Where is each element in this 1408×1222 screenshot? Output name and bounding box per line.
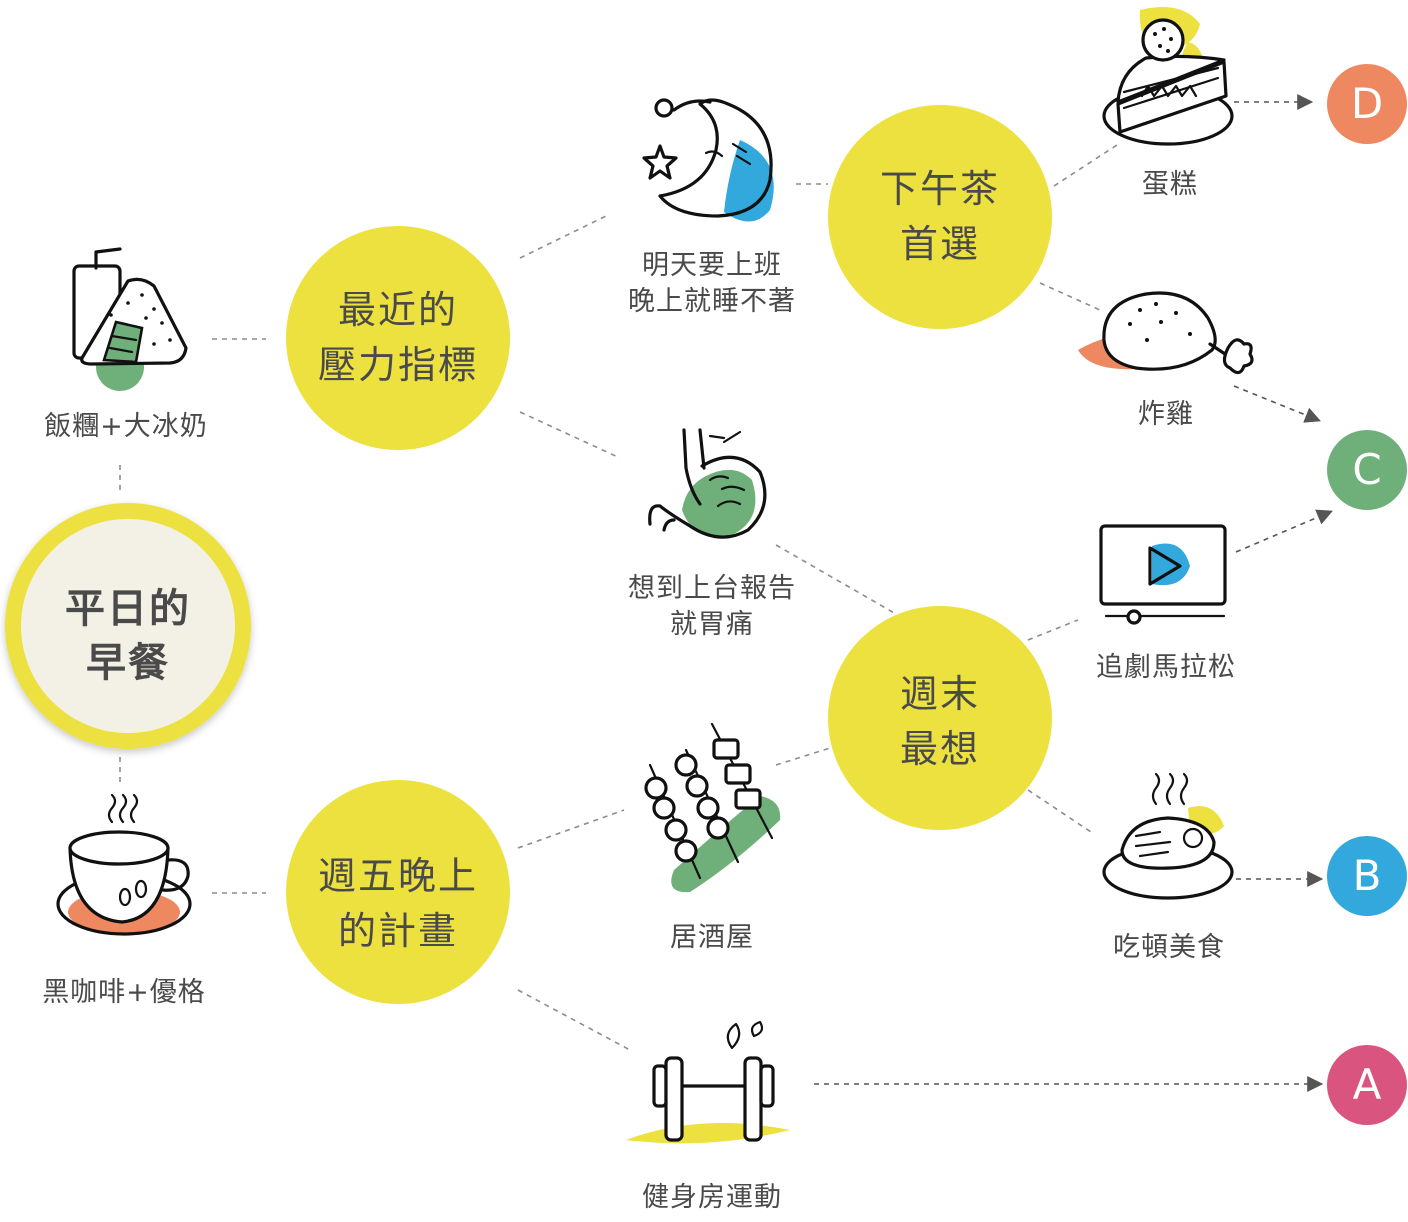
arrow-chicken-c [1233,385,1321,423]
result-b [1327,836,1407,916]
answer-izakaya-label: 居酒屋 [670,922,754,953]
answer-gym-label: 健身房運動 [642,1182,782,1213]
arrow-drama-c [1235,509,1333,553]
chicken-drumstick-icon [1078,291,1254,375]
result-a [1327,1045,1407,1125]
answer-fried-chicken-label: 炸雞 [1138,399,1194,430]
rice-ball-milk-tea-icon [72,247,188,391]
connector-weekend-drama [1027,619,1079,641]
connector-stomach-weekend [775,544,897,615]
start-node [5,503,251,749]
result-c-label: C [1352,445,1382,494]
sleeping-moon-icon [642,98,774,222]
question-weekend-label: 週末 最想 [899,671,981,771]
result-a-label: A [1352,1060,1382,1109]
result-d-label: D [1350,79,1384,128]
stomach-ache-icon [648,428,767,539]
answer-drama-label: 追劇馬拉松 [1096,652,1236,683]
connector-weekend-feast [1027,789,1095,835]
breakfast-option-rice-ball: 飯糰+大冰奶 [44,411,208,442]
question-stress [286,226,510,450]
steak-plate-icon [1102,772,1234,900]
dumbbell-icon [626,1020,790,1144]
connector-izakaya-weekend [775,747,831,766]
connector-friday-izakaya [517,809,625,849]
connector-stress-insomnia [519,215,607,259]
question-stress-label: 最近的 壓力指標 [317,287,479,387]
answer-cake-label: 蛋糕 [1142,169,1198,200]
video-player-icon [1099,524,1227,625]
result-d [1327,64,1407,144]
breakfast-option-coffee: 黑咖啡+優格 [42,977,206,1008]
result-nodes [1327,64,1407,1125]
question-friday-label: 週五晚上 的計畫 [317,853,479,953]
answer-feast-label: 吃頓美食 [1113,932,1225,963]
connector-tea-chicken [1039,282,1101,311]
connector-stress-stomach [519,411,621,459]
cake-slice-icon [1102,7,1234,146]
question-friday [286,780,510,1004]
question-tea-label: 下午茶 首選 [879,166,1001,266]
start-label: 平日的 早餐 [65,585,191,686]
skewers-icon [644,722,781,893]
answer-insomnia-label: 明天要上班 晚上就睡不著 [628,250,796,318]
question-weekend [828,606,1052,830]
result-c [1327,430,1407,510]
connector-friday-gym [517,989,631,1051]
question-tea [828,105,1052,329]
connectors [119,94,1333,1092]
answer-stomach-label: 想到上台報告 就胃痛 [628,573,796,641]
result-b-label: B [1352,851,1382,900]
connector-tea-cake [1053,142,1121,187]
question-nodes [286,105,1052,1004]
start-circle [21,519,235,733]
coffee-cup-icon [56,793,192,936]
